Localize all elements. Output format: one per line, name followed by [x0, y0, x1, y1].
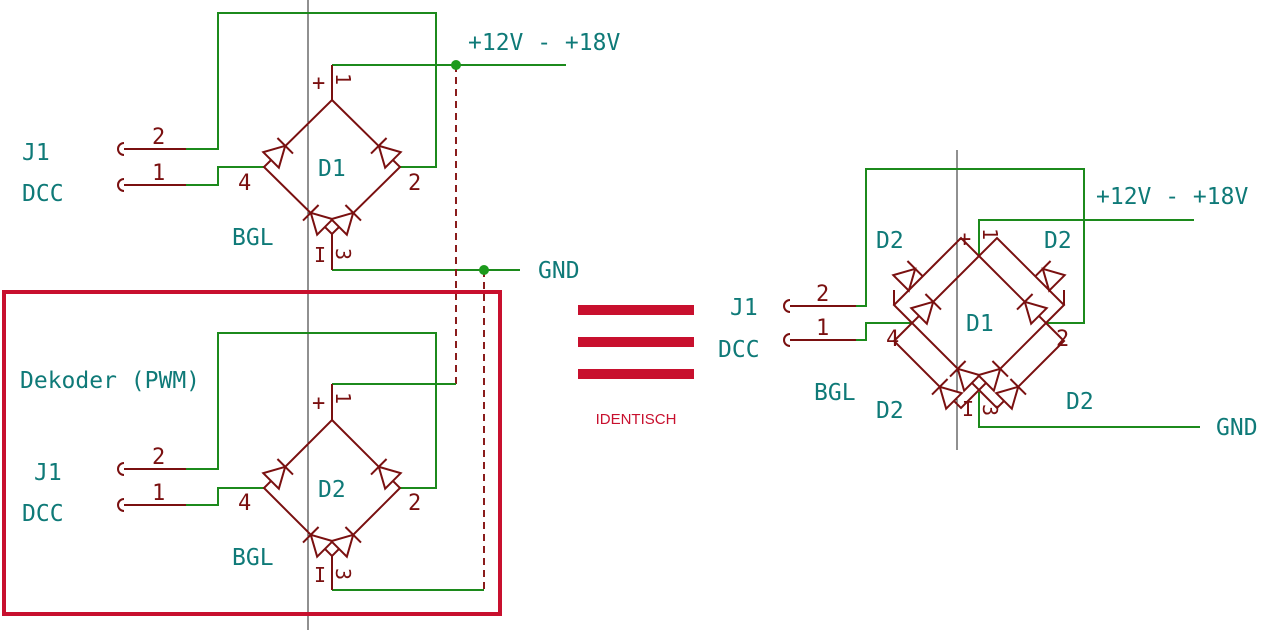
connector-pin-2-bottom[interactable]: [117, 462, 125, 476]
bottom-connector-ref: J1: [34, 460, 62, 486]
top-bridge-pin-4: 4: [238, 171, 251, 196]
wire-pin1-right[interactable]: [856, 322, 912, 341]
wire-gnd-right[interactable]: [978, 392, 1200, 428]
right-minus-mark: I: [962, 397, 974, 421]
connector-pin-1-right[interactable]: [783, 333, 791, 347]
bottom-connector-value: DCC: [22, 501, 64, 527]
top-connector-value: DCC: [22, 181, 64, 207]
connector-pin-1-bottom[interactable]: [117, 498, 125, 512]
box-title: Dekoder (PWM): [20, 368, 200, 394]
circuit-right: [783, 168, 1200, 428]
right-parallel-ref-bottom-left: D2: [876, 398, 904, 424]
parallel-d2-top-left[interactable]: [892, 236, 980, 324]
wire-supply-right[interactable]: [978, 219, 1194, 256]
right-connector-value: DCC: [718, 337, 760, 363]
identical-label: IDENTISCH: [596, 411, 677, 428]
bottom-plus-mark: +: [312, 391, 325, 416]
bottom-minus-mark: I: [314, 563, 326, 587]
top-bridge-value: BGL: [232, 225, 274, 251]
parallel-d2-bottom-right[interactable]: [978, 322, 1066, 410]
parallel-d2-bottom-left[interactable]: [892, 322, 980, 410]
decoder-highlight-box: [2, 290, 502, 616]
connector-pin-2[interactable]: [117, 142, 125, 156]
top-pin-label-2: 2: [152, 125, 165, 150]
right-connector-ref: J1: [730, 295, 758, 321]
junction-supply: [451, 60, 461, 70]
right-bridge-pin-4: 4: [886, 327, 899, 352]
right-supply-label: +12V - +18V: [1096, 184, 1248, 210]
wire-pin2-right[interactable]: [856, 168, 1085, 324]
top-gnd-label: GND: [538, 258, 580, 284]
bottom-bridge-pin-2: 2: [408, 491, 421, 516]
top-connector-ref: J1: [22, 140, 50, 166]
bottom-bridge-value: BGL: [232, 545, 274, 571]
right-gnd-label: GND: [1216, 415, 1258, 441]
connector-pin-1[interactable]: [117, 178, 125, 192]
top-bridge-ref: D1: [318, 156, 346, 182]
bottom-bridge-ref: D2: [318, 477, 346, 503]
right-pin-label-2: 2: [816, 282, 829, 307]
right-bridge-pin-3: 3: [978, 404, 1002, 416]
right-bridge-pin-2: 2: [1056, 327, 1069, 352]
right-pin-label-1: 1: [816, 316, 829, 341]
bottom-bridge-pin-3: 3: [331, 568, 355, 580]
wire-pin1[interactable]: [186, 166, 264, 186]
circuit-top-left: [117, 12, 566, 590]
top-plus-mark: +: [312, 71, 325, 96]
top-pin-label-1: 1: [152, 161, 165, 186]
right-parallel-ref-top-left: D2: [876, 228, 904, 254]
connector-pin-2-right[interactable]: [783, 299, 791, 313]
right-plus-mark: +: [958, 227, 971, 252]
bottom-bridge-pin-4: 4: [238, 491, 251, 516]
junction-gnd: [479, 265, 489, 275]
circuit-bottom-left: [117, 332, 484, 591]
right-bridge-pin-1: 1: [978, 228, 1002, 240]
top-bridge-pin-2: 2: [408, 171, 421, 196]
bottom-pin-label-1: 1: [152, 481, 165, 506]
wire-pin2-bottom[interactable]: [186, 332, 437, 489]
right-bridge-value: BGL: [814, 380, 856, 406]
top-bridge-pin-3: 3: [331, 248, 355, 260]
parallel-d2-top-right[interactable]: [978, 236, 1066, 324]
bottom-pin-label-2: 2: [152, 445, 165, 470]
top-supply-label: +12V - +18V: [468, 30, 620, 56]
wire-pin2[interactable]: [186, 12, 437, 168]
wire-pin1-bottom[interactable]: [186, 487, 264, 506]
bottom-bridge-pin-1: 1: [331, 392, 355, 404]
right-bridge-ref: D1: [966, 311, 994, 337]
right-parallel-ref-top-right: D2: [1044, 228, 1072, 254]
top-bridge-pin-1: 1: [331, 73, 355, 85]
identical-symbol: [578, 305, 694, 379]
top-minus-mark: I: [314, 243, 326, 267]
right-parallel-ref-bottom-right: D2: [1066, 389, 1094, 415]
